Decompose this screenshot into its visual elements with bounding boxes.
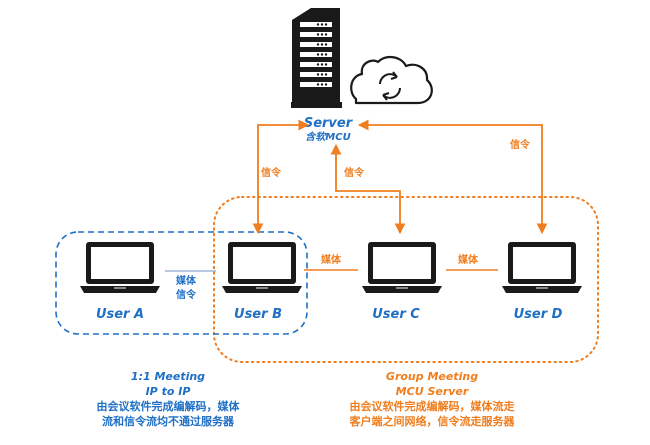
user-d-label: User D (514, 307, 563, 322)
signal-label-d: 信令 (510, 138, 531, 151)
caption-left-line1: 1:1 Meeting (131, 370, 205, 383)
caption-left-line4: 流和信令流均不通过服务器 (102, 414, 235, 428)
signal-arrow-d (357, 119, 548, 235)
signal-arrow-b (252, 119, 310, 235)
caption-right-line2: MCU Server (396, 385, 469, 398)
signal-arrow-c (330, 143, 406, 235)
server-rack-icon (291, 8, 342, 108)
caption-right-line4: 客户端之间网络，信令流走服务器 (349, 414, 516, 428)
media-label-c-d: 媒体 (457, 253, 479, 266)
laptop-icon-user-b (222, 242, 302, 293)
user-c-label: User C (372, 307, 420, 322)
caption-one-to-one: 1:1 Meeting IP to IP 由会议软件完成编解码，媒体 流和信令流… (97, 370, 241, 428)
server-title: Server (304, 116, 354, 131)
cloud-sync-icon (350, 56, 433, 105)
signal-label-c: 信令 (344, 166, 365, 179)
user-b-label: User B (234, 307, 282, 322)
media-label-b-c: 媒体 (320, 253, 342, 266)
caption-left-line2: IP to IP (146, 385, 191, 398)
signal-label-b: 信令 (261, 166, 282, 179)
user-a-label: User A (96, 307, 144, 322)
link-a-b-signal-label: 信令 (176, 288, 197, 301)
caption-right-line3: 由会议软件完成编解码，媒体流走 (350, 399, 515, 413)
caption-left-line3: 由会议软件完成编解码，媒体 (97, 399, 241, 413)
one-to-one-zone (55, 231, 308, 335)
caption-right-line1: Group Meeting (386, 370, 478, 383)
laptop-icon-user-a (80, 242, 160, 293)
caption-group-meeting: Group Meeting MCU Server 由会议软件完成编解码，媒体流走… (349, 370, 516, 428)
laptop-icon-user-c (362, 242, 442, 293)
link-a-b-media-label: 媒体 (175, 274, 197, 287)
server-subtitle: 含软MCU (305, 131, 350, 143)
laptop-icon-user-d (502, 242, 582, 293)
